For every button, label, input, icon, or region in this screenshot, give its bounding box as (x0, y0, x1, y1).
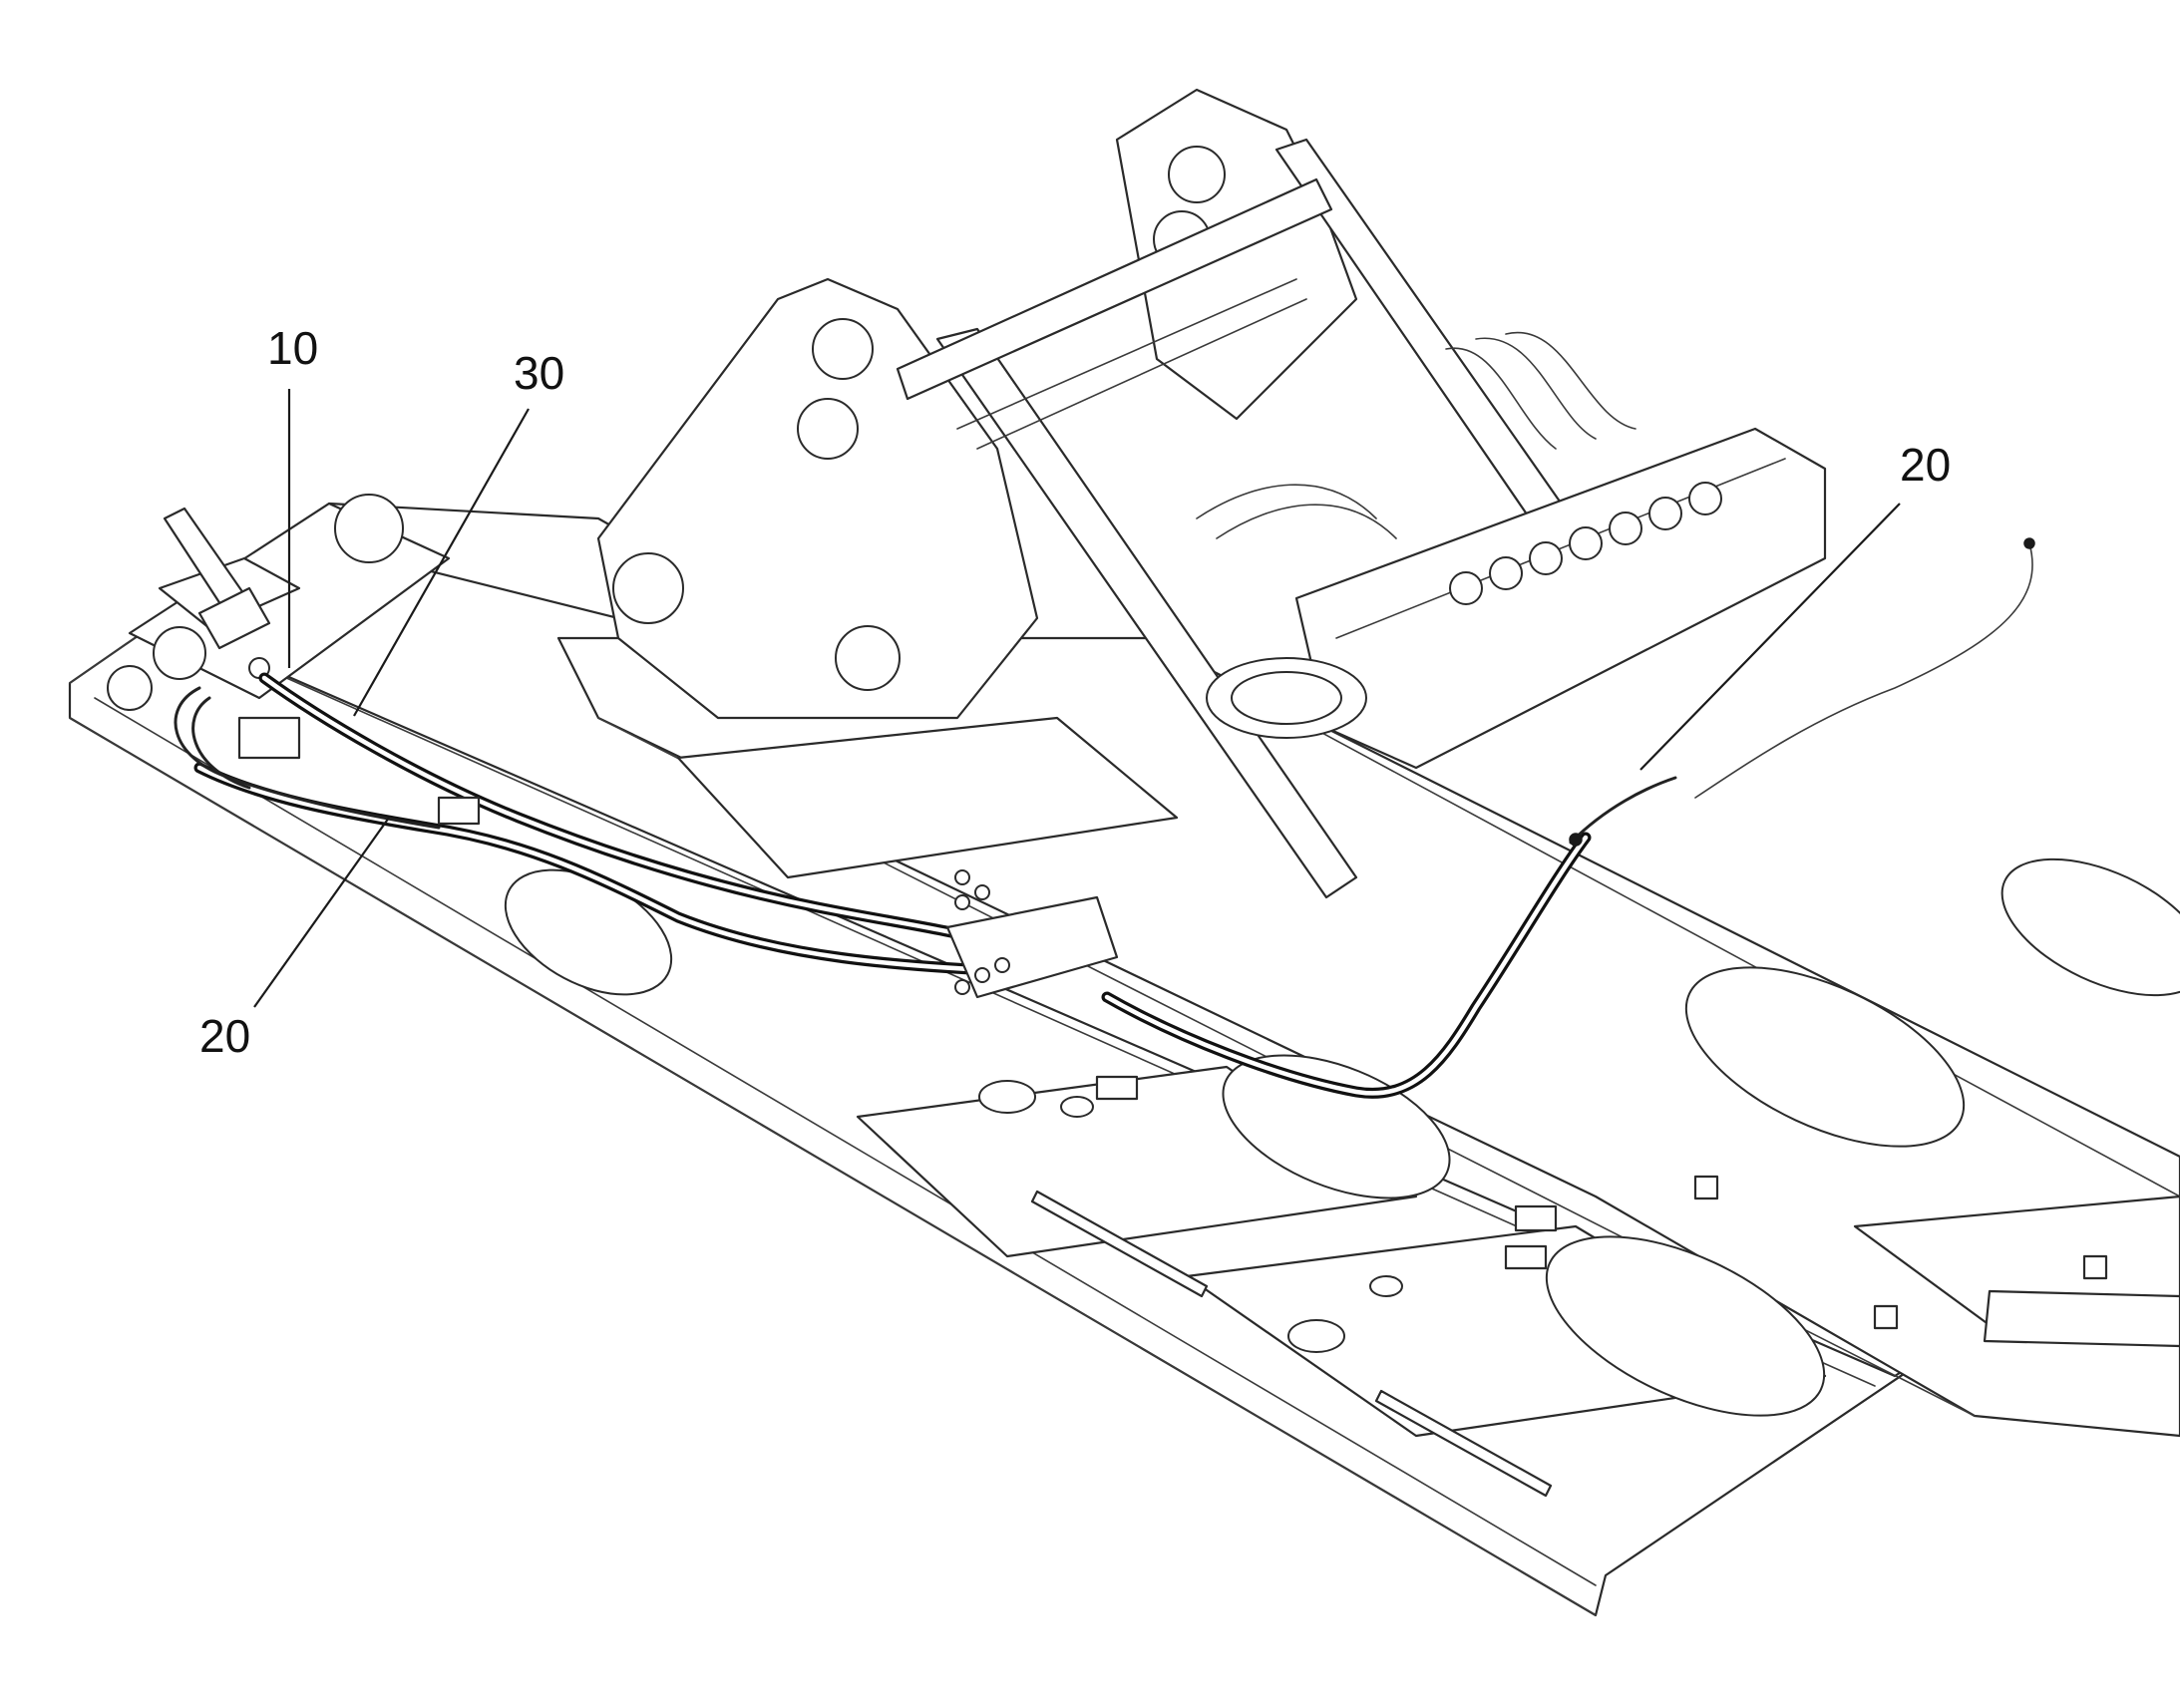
leader-30 (353, 408, 530, 717)
callout-10: 10 (267, 322, 318, 374)
control-valve-block (1196, 331, 2035, 799)
leader-20b (1639, 503, 1901, 771)
callout-30: 30 (514, 347, 564, 399)
leader-20a (253, 817, 390, 1008)
valve-sections (1449, 482, 1722, 605)
callout-20-left: 20 (199, 1010, 250, 1062)
callout-labels: 10 30 20 20 (199, 322, 1951, 1062)
callout-leaders (253, 389, 1901, 1008)
hose-harness (174, 672, 1677, 1099)
chassis-frame (68, 502, 2180, 1617)
callout-20-right: 20 (1900, 439, 1951, 491)
manifold-fittings (954, 869, 1010, 995)
